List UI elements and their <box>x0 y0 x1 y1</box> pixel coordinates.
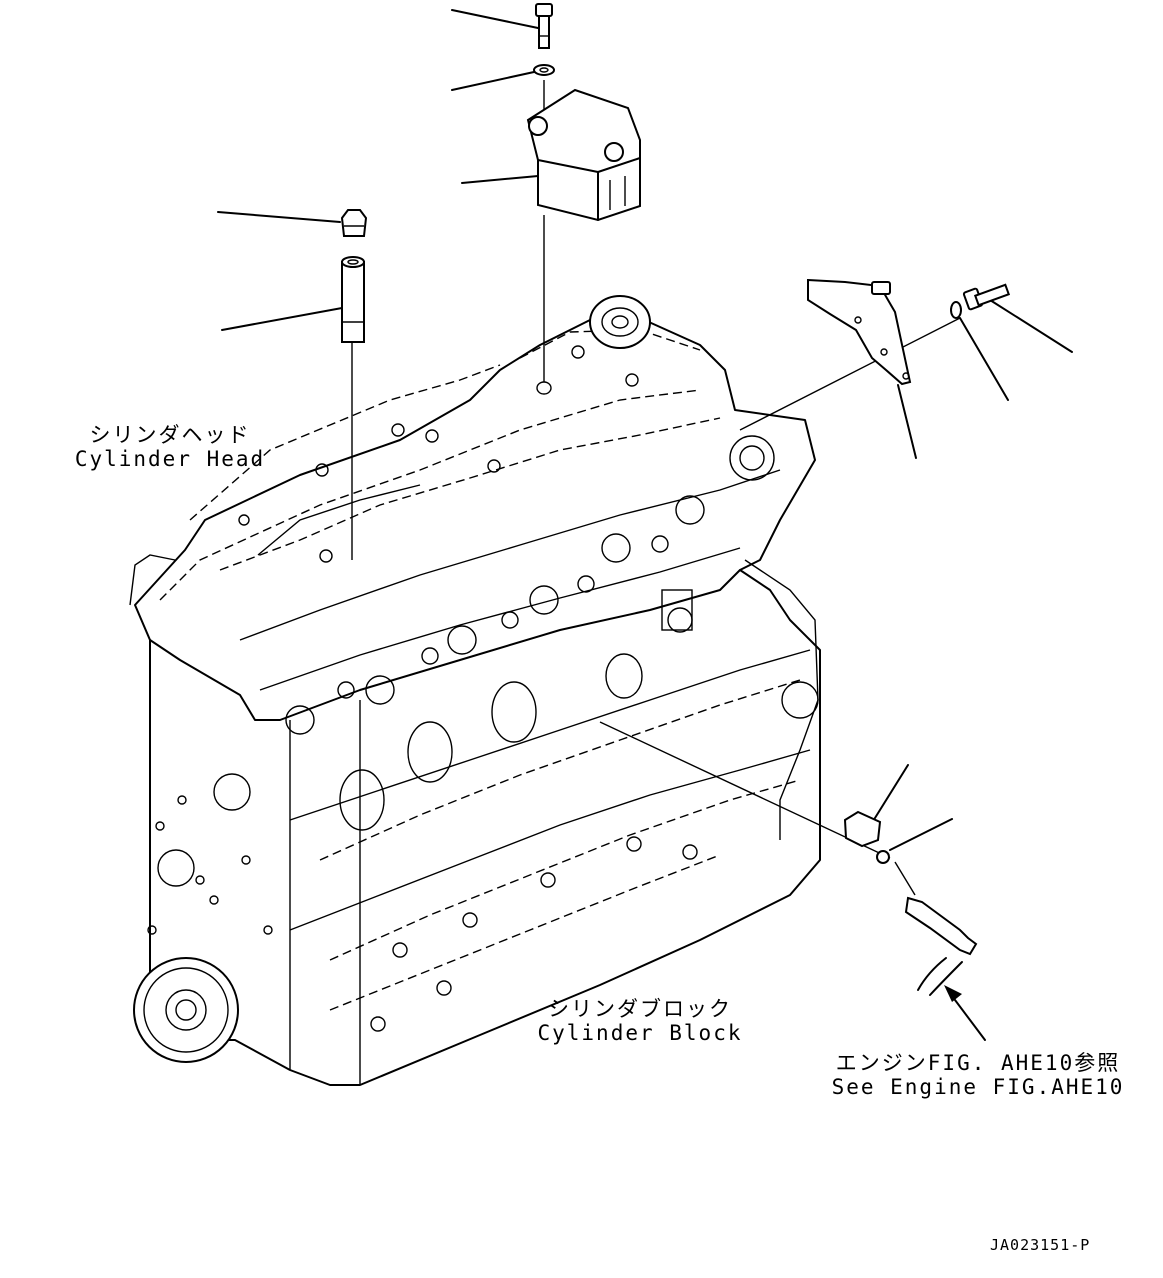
sensor-bracket-plate-icon <box>807 278 912 386</box>
cylinder-head-label-jp: シリンダヘッド <box>89 423 251 447</box>
speed-sensor-icon <box>843 810 890 864</box>
bolt-right-icon <box>950 283 1011 319</box>
stud-spacer-icon <box>341 256 365 343</box>
cylinder-head-outline <box>129 295 816 735</box>
cap-nut-icon <box>340 209 368 237</box>
bracket-block-icon <box>526 88 641 222</box>
figure-id: JA023151-P <box>990 1236 1091 1254</box>
cylinder-block-outline <box>133 559 821 1086</box>
bolt-top-icon <box>535 3 553 49</box>
cylinder-block-label-en: Cylinder Block <box>537 1021 743 1045</box>
leader-lines <box>217 9 1073 851</box>
arrow-up-icon <box>944 985 986 1041</box>
washer-icon <box>533 64 555 76</box>
assembly-center-lines <box>351 80 961 896</box>
cylinder-block-label-jp: シリンダブロック <box>548 997 732 1021</box>
see-engine-label-en: See Engine FIG.AHE10 <box>831 1075 1125 1099</box>
sensor-connector-icon <box>904 896 978 996</box>
see-engine-label-jp: エンジンFIG. AHE10参照 <box>835 1051 1121 1075</box>
cylinder-head-label-en: Cylinder Head <box>74 447 266 471</box>
